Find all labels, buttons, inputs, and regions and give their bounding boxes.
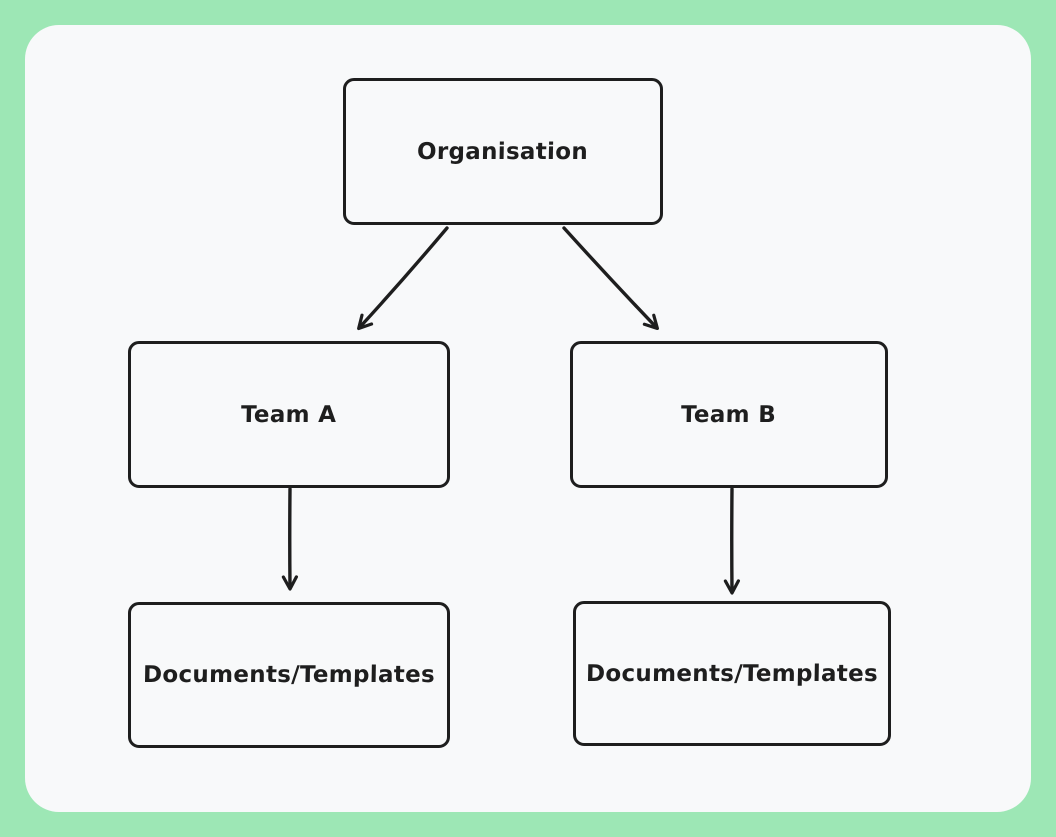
node-documents-templates-b[interactable]: Documents/Templates — [573, 601, 891, 746]
node-documents-templates-a-label: Documents/Templates — [142, 662, 436, 688]
edge-organisation-team-b[interactable] — [562, 226, 659, 331]
node-team-a-label: Team A — [241, 401, 337, 428]
edge-organisation-team-a[interactable] — [357, 226, 449, 331]
node-team-b-label: Team B — [681, 401, 777, 428]
node-documents-templates-b-label: Documents/Templates — [585, 660, 879, 687]
diagram-canvas[interactable]: Organisation Team A Team B Documents/Tem… — [25, 25, 1031, 812]
node-documents-templates-a[interactable]: Documents/Templates — [128, 602, 450, 748]
node-organisation[interactable]: Organisation — [343, 78, 663, 225]
node-team-a[interactable]: Team A — [128, 341, 450, 488]
node-team-b[interactable]: Team B — [570, 341, 888, 488]
node-organisation-label: Organisation — [417, 138, 589, 165]
